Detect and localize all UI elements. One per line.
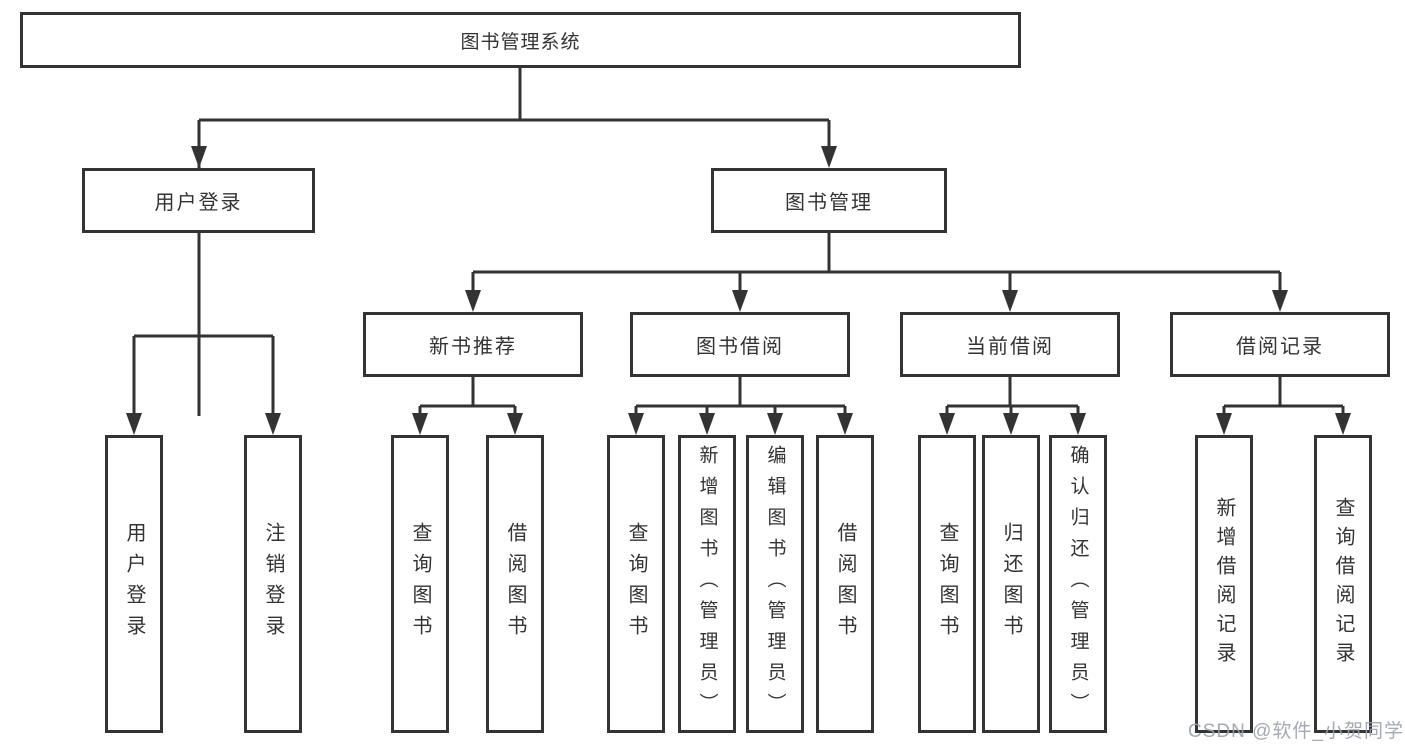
node-new-book-recommend-label: 新书推荐 bbox=[429, 336, 517, 358]
node-current-borrow-label: 当前借阅 bbox=[966, 336, 1054, 358]
leaf-confirm-return-admin: 确认归还（管理员） bbox=[1049, 435, 1107, 733]
leaf-confirm-return-admin-label: 确认归还（管理员） bbox=[1067, 444, 1089, 724]
leaf-borrow-book-under-borrow-label: 借阅图书 bbox=[834, 522, 856, 646]
leaf-return-book: 归还图书 bbox=[982, 435, 1040, 733]
leaf-query-book-under-current-label: 查询图书 bbox=[936, 522, 958, 646]
leaf-user-login: 用户登录 bbox=[105, 435, 163, 733]
leaf-add-borrow-record-label: 新增借阅记录 bbox=[1213, 497, 1235, 671]
leaf-edit-book-admin: 编辑图书（管理员） bbox=[746, 435, 804, 733]
leaf-query-book-under-borrow: 查询图书 bbox=[607, 435, 665, 733]
node-book-borrow: 图书借阅 bbox=[630, 312, 850, 377]
node-book-management-label: 图书管理 bbox=[785, 192, 873, 214]
node-root: 图书管理系统 bbox=[20, 12, 1021, 68]
leaf-edit-book-admin-label: 编辑图书（管理员） bbox=[764, 444, 786, 724]
leaf-borrow-book-under-recommend-label: 借阅图书 bbox=[504, 522, 526, 646]
leaf-add-borrow-record: 新增借阅记录 bbox=[1195, 435, 1253, 733]
leaf-return-book-label: 归还图书 bbox=[1000, 522, 1022, 646]
leaf-query-borrow-record-label: 查询借阅记录 bbox=[1332, 497, 1354, 671]
node-borrow-records: 借阅记录 bbox=[1170, 312, 1390, 377]
leaf-query-book-under-recommend: 查询图书 bbox=[391, 435, 449, 733]
node-book-management: 图书管理 bbox=[711, 168, 947, 233]
csdn-watermark: CSDN @软件_小贺同学 bbox=[1188, 721, 1404, 742]
leaf-query-book-under-current: 查询图书 bbox=[918, 435, 976, 733]
leaf-logout-login-label: 注销登录 bbox=[262, 522, 284, 646]
leaf-add-book-admin: 新增图书（管理员） bbox=[678, 435, 736, 733]
leaf-user-login-label: 用户登录 bbox=[123, 522, 145, 646]
node-book-borrow-label: 图书借阅 bbox=[696, 336, 784, 358]
node-user-login: 用户登录 bbox=[82, 168, 315, 233]
leaf-borrow-book-under-recommend: 借阅图书 bbox=[486, 435, 544, 733]
leaf-query-borrow-record: 查询借阅记录 bbox=[1314, 435, 1372, 733]
leaf-borrow-book-under-borrow: 借阅图书 bbox=[816, 435, 874, 733]
node-new-book-recommend: 新书推荐 bbox=[363, 312, 583, 377]
arrowhead-icons bbox=[126, 146, 1351, 435]
node-current-borrow: 当前借阅 bbox=[900, 312, 1120, 377]
leaf-logout-login: 注销登录 bbox=[244, 435, 302, 733]
node-borrow-records-label: 借阅记录 bbox=[1236, 336, 1324, 358]
node-root-label: 图书管理系统 bbox=[460, 31, 581, 53]
leaf-add-book-admin-label: 新增图书（管理员） bbox=[696, 444, 718, 724]
leaf-query-book-under-borrow-label: 查询图书 bbox=[625, 522, 647, 646]
leaf-query-book-under-recommend-label: 查询图书 bbox=[409, 522, 431, 646]
node-user-login-label: 用户登录 bbox=[154, 192, 243, 214]
